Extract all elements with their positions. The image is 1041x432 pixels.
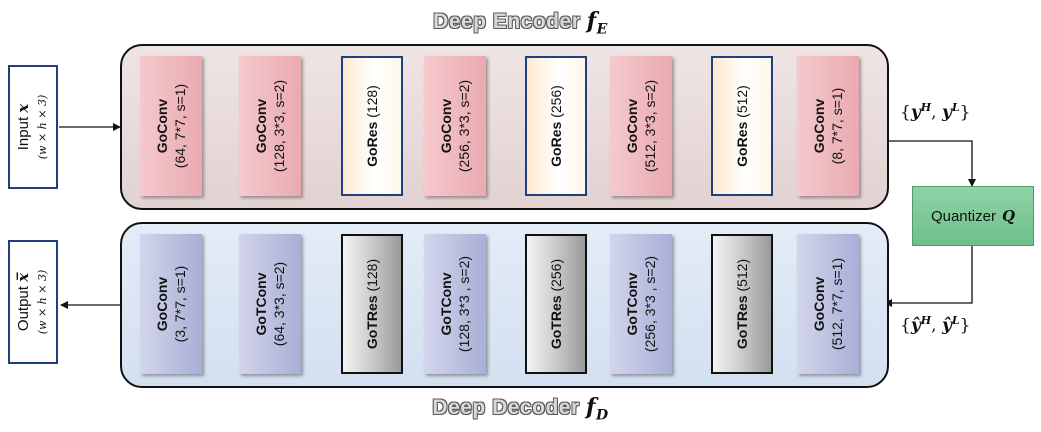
encoder-block-gores-2: GoRes (256) bbox=[525, 56, 587, 196]
decoder-panel: GoConv(3, 7*7, s=1) GoTConv(64, 3*3, s=2… bbox=[120, 222, 889, 388]
decoder-block-gotconv-2: GoTConv(128, 3*3 , s=2) bbox=[424, 234, 486, 374]
decoder-block-gotres-3: GoTRes (512) bbox=[711, 234, 773, 374]
input-label: Input bbox=[15, 112, 32, 151]
decoder-fn: fD bbox=[585, 394, 609, 424]
decoder-block-gotconv-1: GoTConv(64, 3*3, s=2) bbox=[239, 234, 301, 374]
encoder-fn: fE bbox=[586, 8, 608, 38]
encoder-block-goconv-5: GoConv(8, 7*7, s=1) bbox=[797, 56, 859, 196]
input-var: x bbox=[14, 103, 32, 113]
decoder-block-gotres-2: GoTRes (256) bbox=[525, 234, 587, 374]
decoder-block-goconv-in: GoConv(512, 7*7, s=1) bbox=[797, 234, 859, 374]
decoder-title-text: Deep Decoder bbox=[432, 396, 586, 419]
latent-label: {yH, yL} bbox=[900, 101, 971, 123]
encoder-block-goconv-4: GoConv(512, 3*3, s=2) bbox=[610, 56, 672, 196]
encoder-title-text: Deep Encoder bbox=[433, 10, 587, 33]
output-var: x̅ bbox=[14, 272, 32, 282]
output-label: Output bbox=[15, 281, 32, 332]
encoder-panel: GoConv(64, 7*7, s=1) GoConv(128, 3*3, s=… bbox=[120, 44, 889, 210]
quantizer-label: Quantizer bbox=[930, 207, 996, 225]
output-dims: (w × h × 3) bbox=[36, 269, 49, 335]
encoder-block-goconv-1: GoConv(64, 7*7, s=1) bbox=[140, 56, 202, 196]
encoder-block-gores-1: GoRes (128) bbox=[341, 56, 403, 196]
encoder-block-goconv-2: GoConv(128, 3*3, s=2) bbox=[239, 56, 301, 196]
encoder-block-goconv-3: GoConv(256, 3*3, s=2) bbox=[424, 56, 486, 196]
quantizer-box: Quantizer Q bbox=[912, 186, 1034, 246]
latent-hat-label: {ŷH, ŷL} bbox=[900, 314, 971, 336]
encoder-block-gores-3: GoRes (512) bbox=[711, 56, 773, 196]
decoder-block-goconv-out: GoConv(3, 7*7, s=1) bbox=[140, 234, 202, 374]
decoder-block-gotconv-3: GoTConv(256, 3*3 , s=2) bbox=[610, 234, 672, 374]
input-box: Input x (w × h × 3) bbox=[8, 65, 58, 189]
decoder-block-gotres-1: GoTRes (128) bbox=[341, 234, 403, 374]
encoder-title: Deep Encoder fE bbox=[0, 8, 1041, 37]
quantizer-var: Q bbox=[1001, 207, 1016, 225]
decoder-title: Deep Decoder fD bbox=[0, 394, 1041, 423]
encoder-to-quantizer-arrow bbox=[885, 140, 976, 187]
input-dims: (w × h × 3) bbox=[36, 94, 49, 160]
output-box: Output x̅ (w × h × 3) bbox=[8, 240, 58, 364]
quantizer-to-decoder-arrow bbox=[884, 246, 973, 307]
